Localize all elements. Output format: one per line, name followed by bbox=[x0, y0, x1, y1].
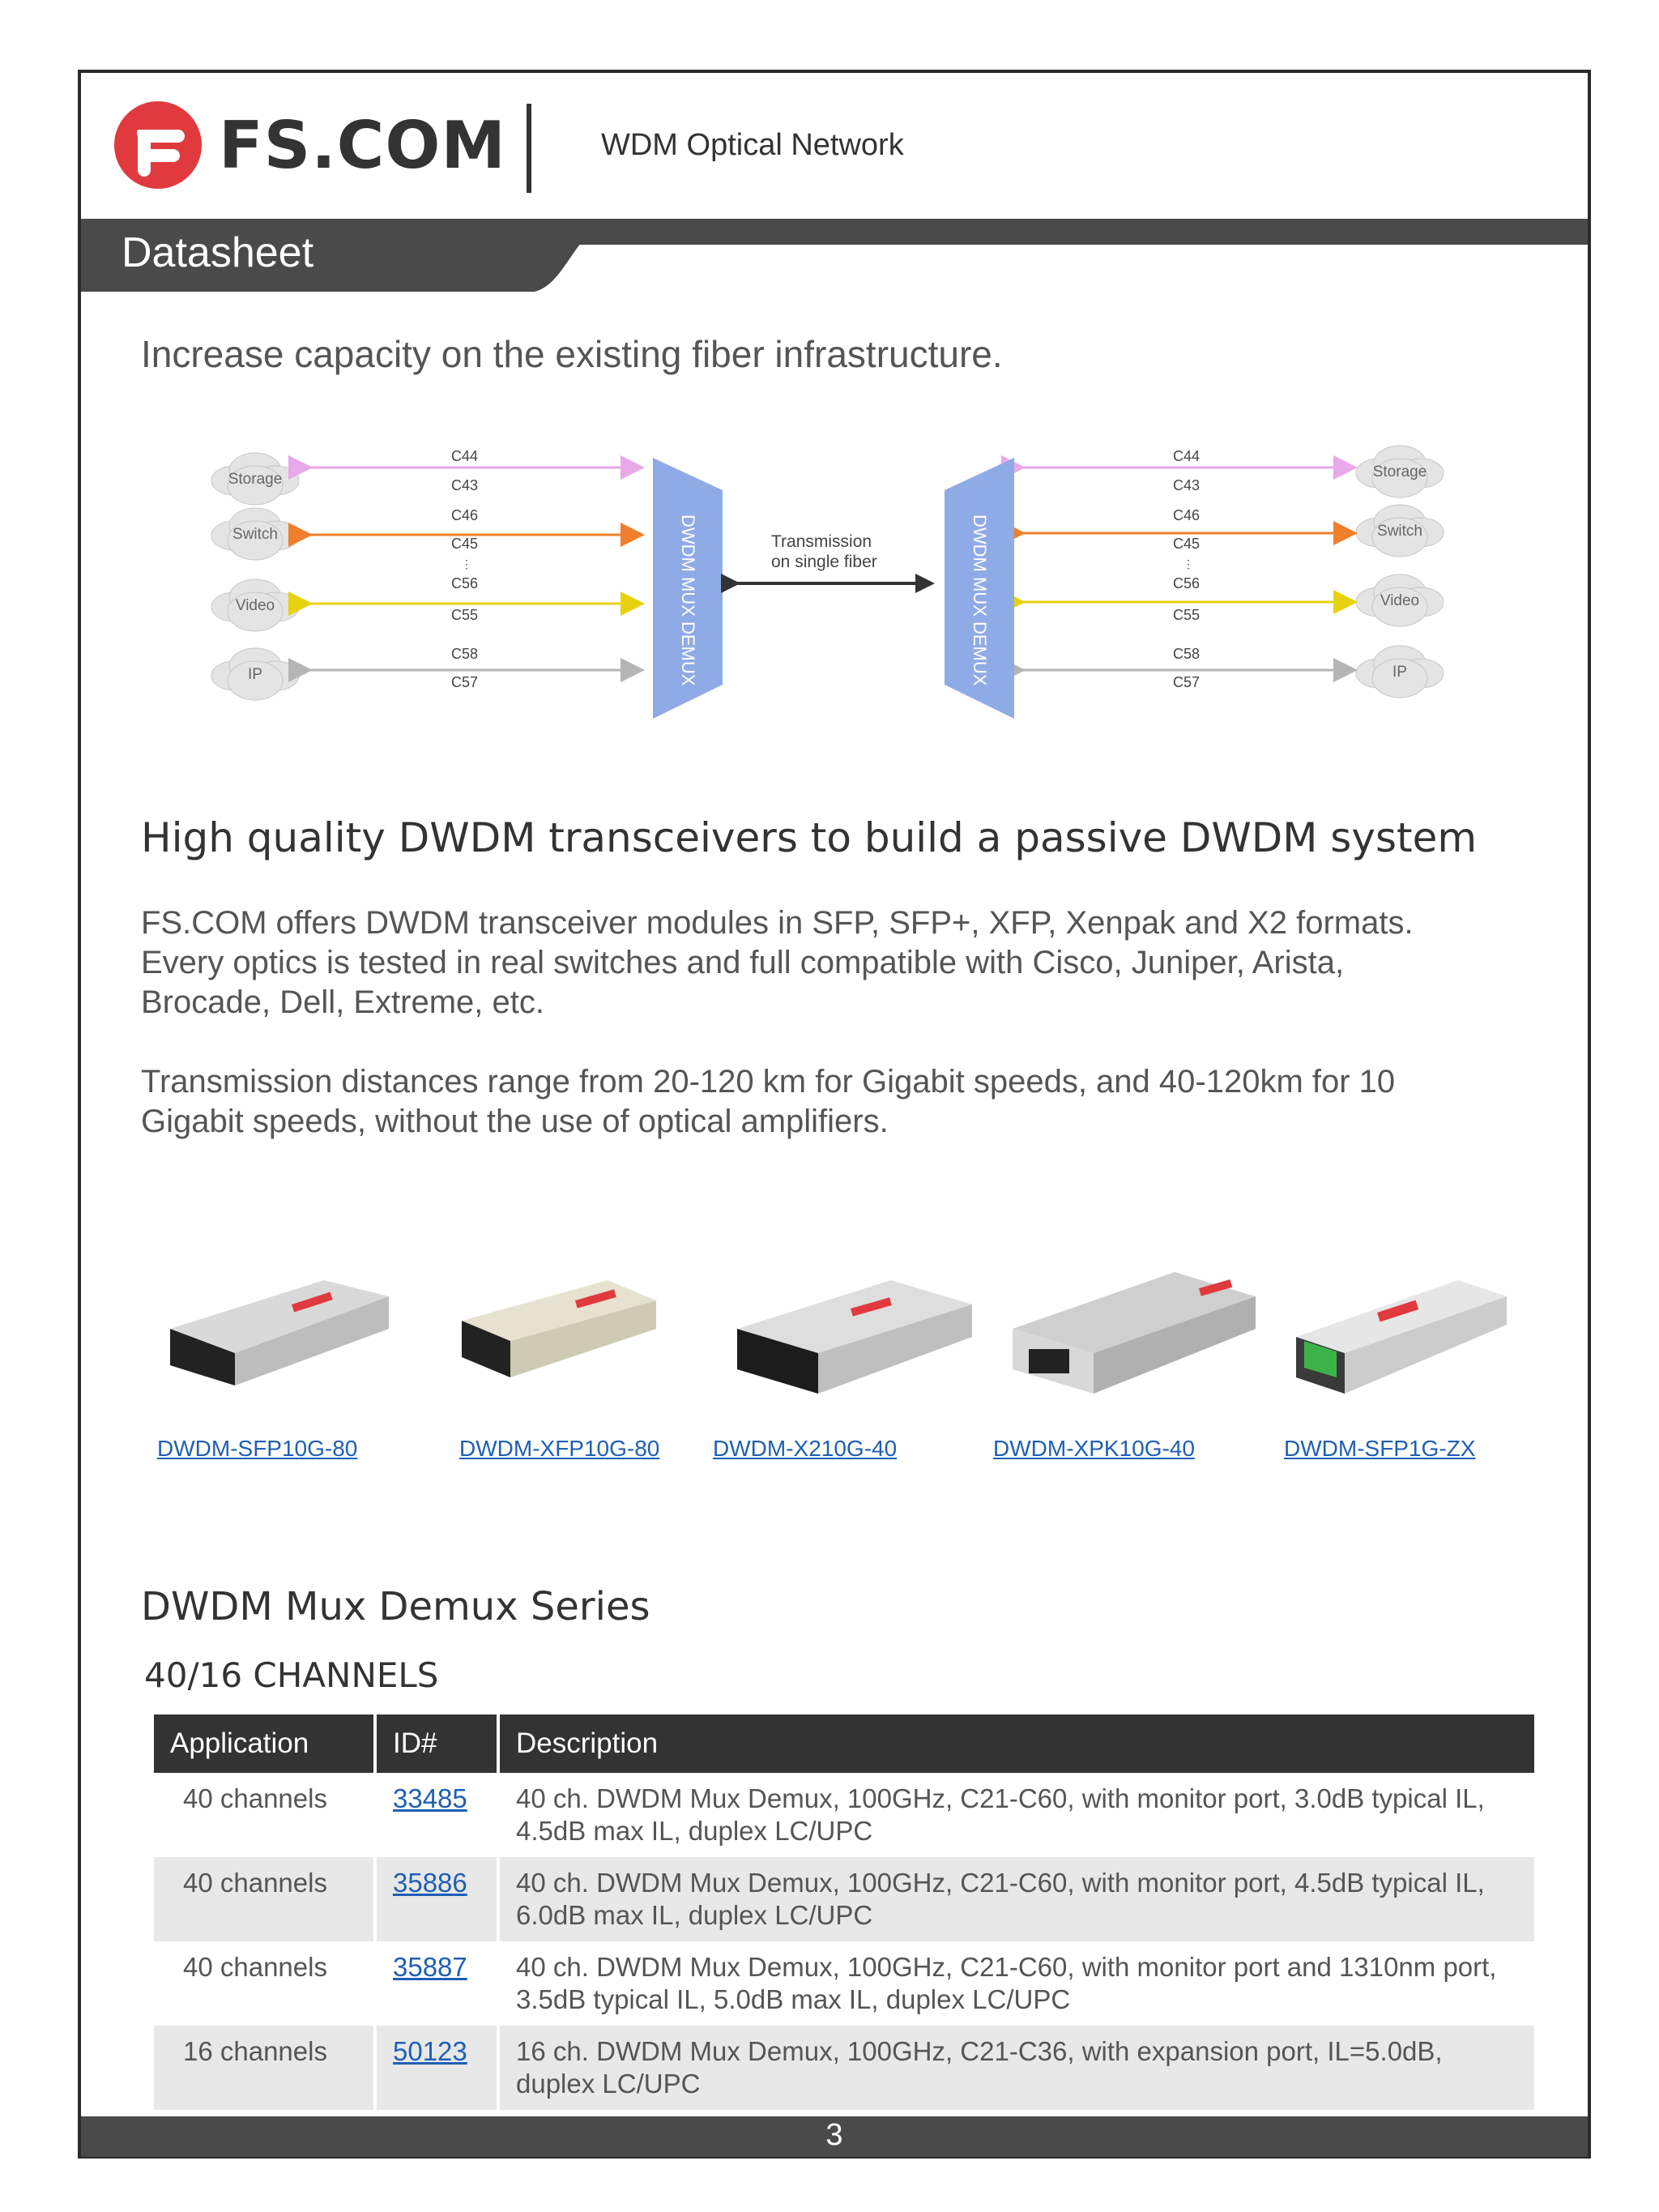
channel-label-l: C45 bbox=[451, 536, 478, 552]
table-row: 40 channels 35886 40 ch. DWDM Mux Demux,… bbox=[154, 1857, 1534, 1941]
channel-label-r: C44 bbox=[1173, 448, 1200, 464]
cloud-right-ip: IP bbox=[1355, 645, 1444, 698]
product-image-x2 bbox=[737, 1280, 972, 1394]
cloud-label: Storage bbox=[1373, 463, 1427, 480]
fs-logo[interactable]: FS.COM bbox=[113, 100, 506, 190]
channel-label-r: C57 bbox=[1173, 674, 1200, 690]
cloud-label: Switch bbox=[232, 526, 278, 543]
column-header-application: Application bbox=[154, 1715, 377, 1773]
header-divider bbox=[527, 104, 531, 193]
product-link-x210g-40[interactable]: DWDM-X210G-40 bbox=[713, 1436, 898, 1461]
mux-demux-table: Application ID# Description 40 channels … bbox=[154, 1715, 1534, 2110]
svg-text:Transmission: Transmission bbox=[771, 532, 872, 551]
channel-label-r: C43 bbox=[1173, 477, 1200, 493]
page-number: 3 bbox=[825, 2118, 843, 2152]
channel-label-l: C55 bbox=[451, 607, 478, 623]
table-header-row: Application ID# Description bbox=[154, 1715, 1534, 1773]
cloud-left-ip: IP bbox=[211, 647, 300, 701]
cell-description: 40 ch. DWDM Mux Demux, 100GHz, C21-C60, … bbox=[516, 1952, 1497, 2014]
product-image-xpk bbox=[1013, 1272, 1256, 1394]
footer-bar bbox=[81, 2116, 1588, 2157]
column-header-description: Description bbox=[498, 1715, 1534, 1773]
cloud-label: Video bbox=[236, 597, 275, 614]
channel-label-r: C58 bbox=[1173, 646, 1200, 662]
product-link-xpk10g-40[interactable]: DWDM-XPK10G-40 bbox=[993, 1436, 1195, 1461]
cloud-label: Switch bbox=[1377, 523, 1422, 540]
channel-label-l: C46 bbox=[451, 507, 478, 523]
logo-text: FS.COM bbox=[219, 107, 506, 183]
product-id-link[interactable]: 33485 bbox=[393, 1783, 467, 1813]
cloud-left-storage: Storage bbox=[211, 452, 300, 506]
intro-line-3: Brocade, Dell, Extreme, etc. bbox=[141, 984, 544, 1020]
product-link-sfp10g-80[interactable]: DWDM-SFP10G-80 bbox=[157, 1436, 358, 1461]
distance-line-2: Gigabit speeds, without the use of optic… bbox=[141, 1104, 889, 1139]
section-heading-mux-demux: DWDM Mux Demux Series bbox=[141, 1584, 650, 1629]
cell-application: 40 channels bbox=[154, 1941, 377, 2026]
channel-ellipsis: ⋮ bbox=[1183, 557, 1194, 570]
svg-text:on single fiber: on single fiber bbox=[771, 553, 877, 571]
product-id-link[interactable]: 50123 bbox=[393, 2036, 467, 2066]
cell-application: 40 channels bbox=[154, 1857, 377, 1941]
product-image-sfp1g bbox=[1296, 1280, 1507, 1394]
cloud-label: Video bbox=[1380, 592, 1419, 609]
cloud-left-switch: Switch bbox=[211, 507, 300, 561]
product-images bbox=[170, 1272, 1507, 1394]
product-image-xfp bbox=[462, 1280, 656, 1377]
cloud-left-video: Video bbox=[211, 579, 300, 632]
product-id-link[interactable]: 35886 bbox=[393, 1868, 467, 1898]
table-row: 16 channels 50123 16 ch. DWDM Mux Demux,… bbox=[154, 2026, 1534, 2110]
channel-label-l: C57 bbox=[451, 674, 478, 690]
table-row: 40 channels 33485 40 ch. DWDM Mux Demux,… bbox=[154, 1773, 1534, 1857]
svg-text:DWDM MUX DEMUX: DWDM MUX DEMUX bbox=[678, 515, 698, 686]
svg-text:DWDM MUX DEMUX: DWDM MUX DEMUX bbox=[970, 515, 990, 686]
distance-paragraph: Transmission distances range from 20-120… bbox=[141, 1062, 1534, 1142]
cloud-label: IP bbox=[248, 666, 262, 683]
lead-text: Increase capacity on the existing fiber … bbox=[141, 333, 1003, 375]
cell-description: 40 ch. DWDM Mux Demux, 100GHz, C21-C60, … bbox=[498, 1857, 1534, 1941]
channel-label-l: C43 bbox=[451, 477, 478, 493]
banner-title: Datasheet bbox=[122, 229, 314, 276]
mux-left bbox=[653, 458, 723, 719]
cell-description: 16 ch. DWDM Mux Demux, 100GHz, C21-C36, … bbox=[498, 2026, 1534, 2110]
cell-description: 40 ch. DWDM Mux Demux, 100GHz, C21-C60, … bbox=[516, 1783, 1485, 1846]
channel-ellipsis: ⋮ bbox=[461, 557, 472, 570]
channel-label-r: C46 bbox=[1173, 507, 1200, 523]
product-link-sfp1g-zx[interactable]: DWDM-SFP1G-ZX bbox=[1284, 1436, 1476, 1461]
intro-line-2: Every optics is tested in real switches … bbox=[141, 945, 1345, 980]
datasheet-banner bbox=[81, 219, 1588, 292]
channel-label-l: C58 bbox=[451, 646, 478, 662]
cell-application: 40 channels bbox=[154, 1773, 377, 1857]
cloud-label: IP bbox=[1392, 664, 1407, 681]
distance-line-1: Transmission distances range from 20-120… bbox=[141, 1064, 1396, 1100]
cell-application: 16 channels bbox=[154, 2026, 377, 2110]
product-link-xfp10g-80[interactable]: DWDM-XFP10G-80 bbox=[459, 1436, 660, 1461]
header-subtitle: WDM Optical Network bbox=[601, 128, 904, 162]
mux-right bbox=[945, 458, 1014, 719]
channel-label-l: C56 bbox=[451, 575, 478, 591]
cloud-label: Storage bbox=[228, 471, 283, 488]
cloud-right-switch: Switch bbox=[1355, 504, 1444, 557]
intro-line-1: FS.COM offers DWDM transceiver modules i… bbox=[141, 905, 1414, 941]
fs-logo-icon bbox=[114, 101, 202, 189]
channel-label-r: C55 bbox=[1173, 607, 1200, 623]
section-subheading-channels: 40/16 CHANNELS bbox=[144, 1655, 439, 1695]
column-header-id: ID# bbox=[375, 1715, 500, 1773]
channel-label-l: C44 bbox=[451, 448, 478, 464]
cloud-right-video: Video bbox=[1355, 574, 1444, 627]
section-heading-transceivers: High quality DWDM transceivers to build … bbox=[141, 814, 1478, 861]
channel-label-r: C45 bbox=[1173, 536, 1200, 552]
product-image-sfp10g bbox=[170, 1280, 389, 1386]
product-id-link[interactable]: 35887 bbox=[393, 1952, 467, 1982]
channel-label-r: C56 bbox=[1173, 575, 1200, 591]
table-row: 40 channels 35887 40 ch. DWDM Mux Demux,… bbox=[154, 1941, 1534, 2026]
intro-paragraph: FS.COM offers DWDM transceiver modules i… bbox=[141, 903, 1534, 1023]
cloud-right-storage: Storage bbox=[1355, 445, 1444, 498]
